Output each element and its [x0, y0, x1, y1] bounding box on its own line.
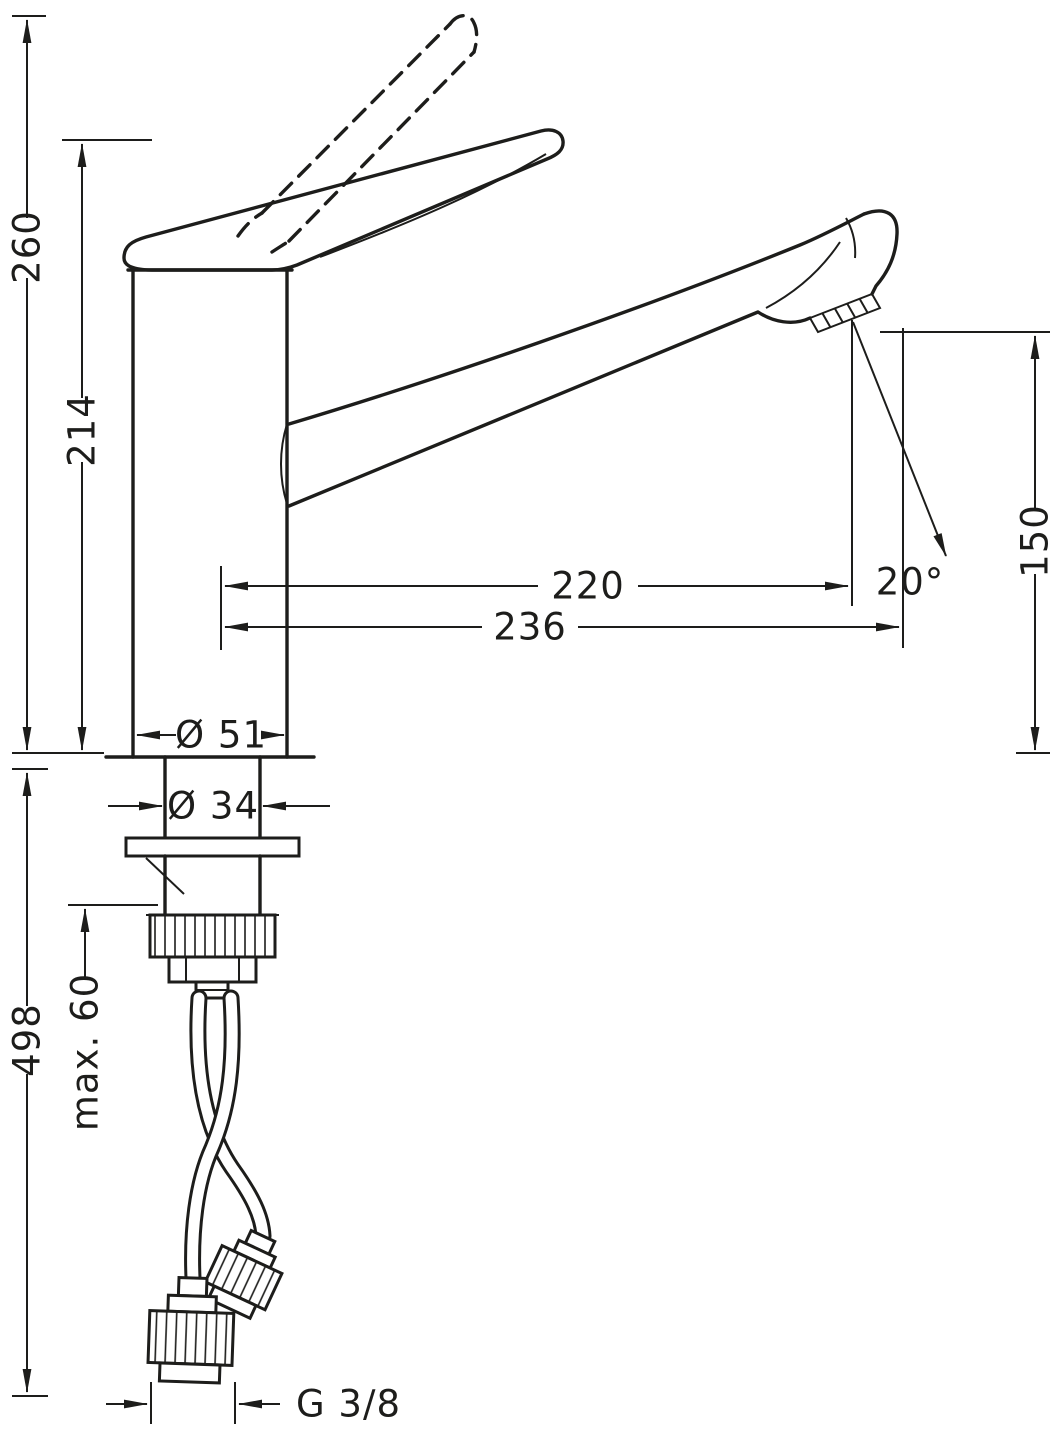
dimension-angle-20: 20° — [852, 321, 947, 604]
hose-connector-upper — [203, 1228, 284, 1321]
faucet-spout — [287, 209, 899, 508]
dim-label-236: 236 — [493, 606, 567, 649]
faucet-aerator — [808, 292, 882, 334]
dim-label-214: 214 — [61, 393, 104, 467]
faucet-body — [104, 268, 316, 759]
hose-connector-lower — [146, 1275, 236, 1385]
dimension-dia-34: Ø 34 — [108, 785, 330, 828]
dim-label-498: 498 — [6, 1003, 49, 1077]
dimension-max-60: max. 60 — [64, 904, 158, 1131]
dimension-220: 220 — [220, 320, 853, 650]
dim-label-220: 220 — [551, 565, 625, 608]
faucet-handle — [122, 128, 565, 272]
dimension-dia-51: Ø 51 — [136, 714, 285, 757]
dim-label-max-60: max. 60 — [64, 973, 107, 1131]
dimension-g38: G 3/8 — [106, 1382, 401, 1426]
dim-label-g38: G 3/8 — [296, 1383, 401, 1426]
dim-label-dia-34: Ø 34 — [167, 785, 259, 828]
dim-label-dia-51: Ø 51 — [175, 714, 267, 757]
dim-label-260: 260 — [6, 210, 49, 284]
dimension-236: 236 — [224, 328, 904, 649]
dim-label-150: 150 — [1014, 504, 1057, 578]
faucet-handle-raised-dashed — [236, 13, 479, 254]
supply-hoses — [184, 989, 272, 1287]
dimension-150: 150 — [880, 331, 1057, 754]
dimension-260: 260 — [6, 15, 104, 754]
dimension-214: 214 — [61, 139, 152, 751]
dim-label-20-deg: 20° — [876, 561, 945, 604]
dimension-498: 498 — [6, 768, 49, 1397]
